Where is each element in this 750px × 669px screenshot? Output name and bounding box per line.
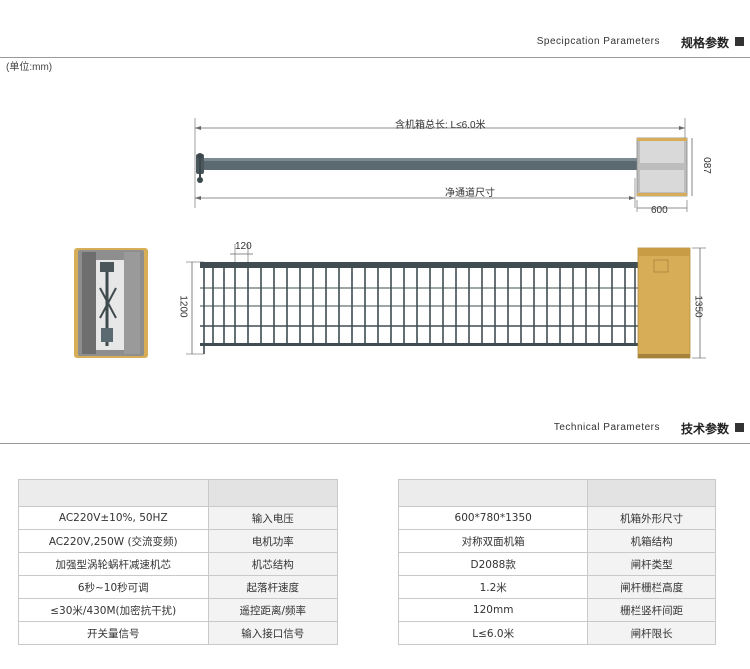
table-cell-label: 闸杆类型 bbox=[587, 552, 716, 576]
table-cell-label: 闸杆栅栏高度 bbox=[587, 575, 716, 599]
table-row: AC220V,250W (交流变频) 电机功率 bbox=[18, 529, 338, 553]
side-view-cabinet bbox=[74, 248, 148, 358]
table-cell-label: 机箱结构 bbox=[587, 529, 716, 553]
front-view-drawing bbox=[186, 244, 706, 359]
cabinet-width-label: 600 bbox=[651, 205, 668, 216]
tech-table-left: AC220V±10%, 50HZ 输入电压 AC220V,250W (交流变频)… bbox=[18, 479, 338, 645]
fence-height-label: 1200 bbox=[177, 295, 189, 318]
table-cell-label: 遥控距离/频率 bbox=[207, 598, 338, 622]
section-title: 规格参数 bbox=[680, 36, 729, 50]
section-subtitle: Technical Parameters bbox=[553, 422, 660, 433]
table-cell-value: 6秒~10秒可调 bbox=[18, 575, 209, 599]
table-row: 120mm 栅栏竖杆间距 bbox=[397, 598, 716, 622]
table-cell-label: 闸杆限长 bbox=[587, 621, 716, 645]
table-cell-value: 600*780*1350 bbox=[397, 506, 589, 530]
table-cell-value: 对称双面机箱 bbox=[397, 529, 589, 553]
table-row: 600*780*1350 机箱外形尺寸 bbox=[397, 506, 716, 530]
table-row bbox=[18, 479, 338, 507]
top-view-drawing bbox=[194, 118, 693, 212]
table-row: 6秒~10秒可调 起落杆速度 bbox=[18, 575, 338, 599]
section-header-tech: Technical Parameters 技术参数 bbox=[0, 420, 750, 444]
table-cell-value: AC220V,250W (交流变频) bbox=[18, 529, 209, 553]
table-row: ≤30米/430M(加密抗干扰) 遥控距离/频率 bbox=[18, 598, 338, 622]
table-row: 1.2米 闸杆栅栏高度 bbox=[397, 575, 716, 599]
table-cell-value: 1.2米 bbox=[397, 575, 589, 599]
clear-width-label: 净通道尺寸 bbox=[445, 188, 495, 199]
section-subtitle: Specipcation Parameters bbox=[536, 36, 660, 47]
table-row: 对称双面机箱 机箱结构 bbox=[397, 529, 716, 553]
section-header-spec: Specipcation Parameters 规格参数 bbox=[0, 34, 750, 58]
fence-spacing-label: 120 bbox=[235, 241, 252, 252]
table-row bbox=[397, 479, 716, 507]
cabinet-height-label: 1350 bbox=[692, 295, 704, 318]
table-cell-label: 机芯结构 bbox=[207, 552, 338, 576]
total-length-label: 含机箱总长: L≤6.0米 bbox=[395, 120, 486, 131]
section-square-icon bbox=[735, 37, 744, 46]
table-cell-value: AC220V±10%, 50HZ bbox=[18, 506, 209, 530]
table-cell-label: 机箱外形尺寸 bbox=[587, 506, 716, 530]
table-cell-value: D2088款 bbox=[397, 552, 589, 576]
table-cell-label: 输入电压 bbox=[207, 506, 338, 530]
table-row: L≤6.0米 闸杆限长 bbox=[397, 621, 716, 645]
table-row: 开关量信号 输入接口信号 bbox=[18, 621, 338, 645]
table-cell-value: ≤30米/430M(加密抗干扰) bbox=[18, 598, 209, 622]
table-cell-label: 电机功率 bbox=[207, 529, 338, 553]
table-cell-label: 栅栏竖杆间距 bbox=[587, 598, 716, 622]
table-row: AC220V±10%, 50HZ 输入电压 bbox=[18, 506, 338, 530]
section-title: 技术参数 bbox=[680, 422, 729, 436]
table-cell-value: 开关量信号 bbox=[18, 621, 209, 645]
cabinet-depth-label: 087 bbox=[700, 157, 712, 174]
table-cell-label: 起落杆速度 bbox=[207, 575, 338, 599]
table-cell-value: L≤6.0米 bbox=[397, 621, 589, 645]
table-cell-value: 120mm bbox=[397, 598, 589, 622]
section-square-icon bbox=[735, 423, 744, 432]
table-cell-label: 输入接口信号 bbox=[207, 621, 338, 645]
tech-table-right: 600*780*1350 机箱外形尺寸 对称双面机箱 机箱结构 D2088款 闸… bbox=[397, 479, 716, 645]
unit-note: (单位:mm) bbox=[6, 62, 53, 73]
table-row: 加强型涡轮蜗杆减速机芯 机芯结构 bbox=[18, 552, 338, 576]
table-row: D2088款 闸杆类型 bbox=[397, 552, 716, 576]
table-cell-value: 加强型涡轮蜗杆减速机芯 bbox=[18, 552, 209, 576]
